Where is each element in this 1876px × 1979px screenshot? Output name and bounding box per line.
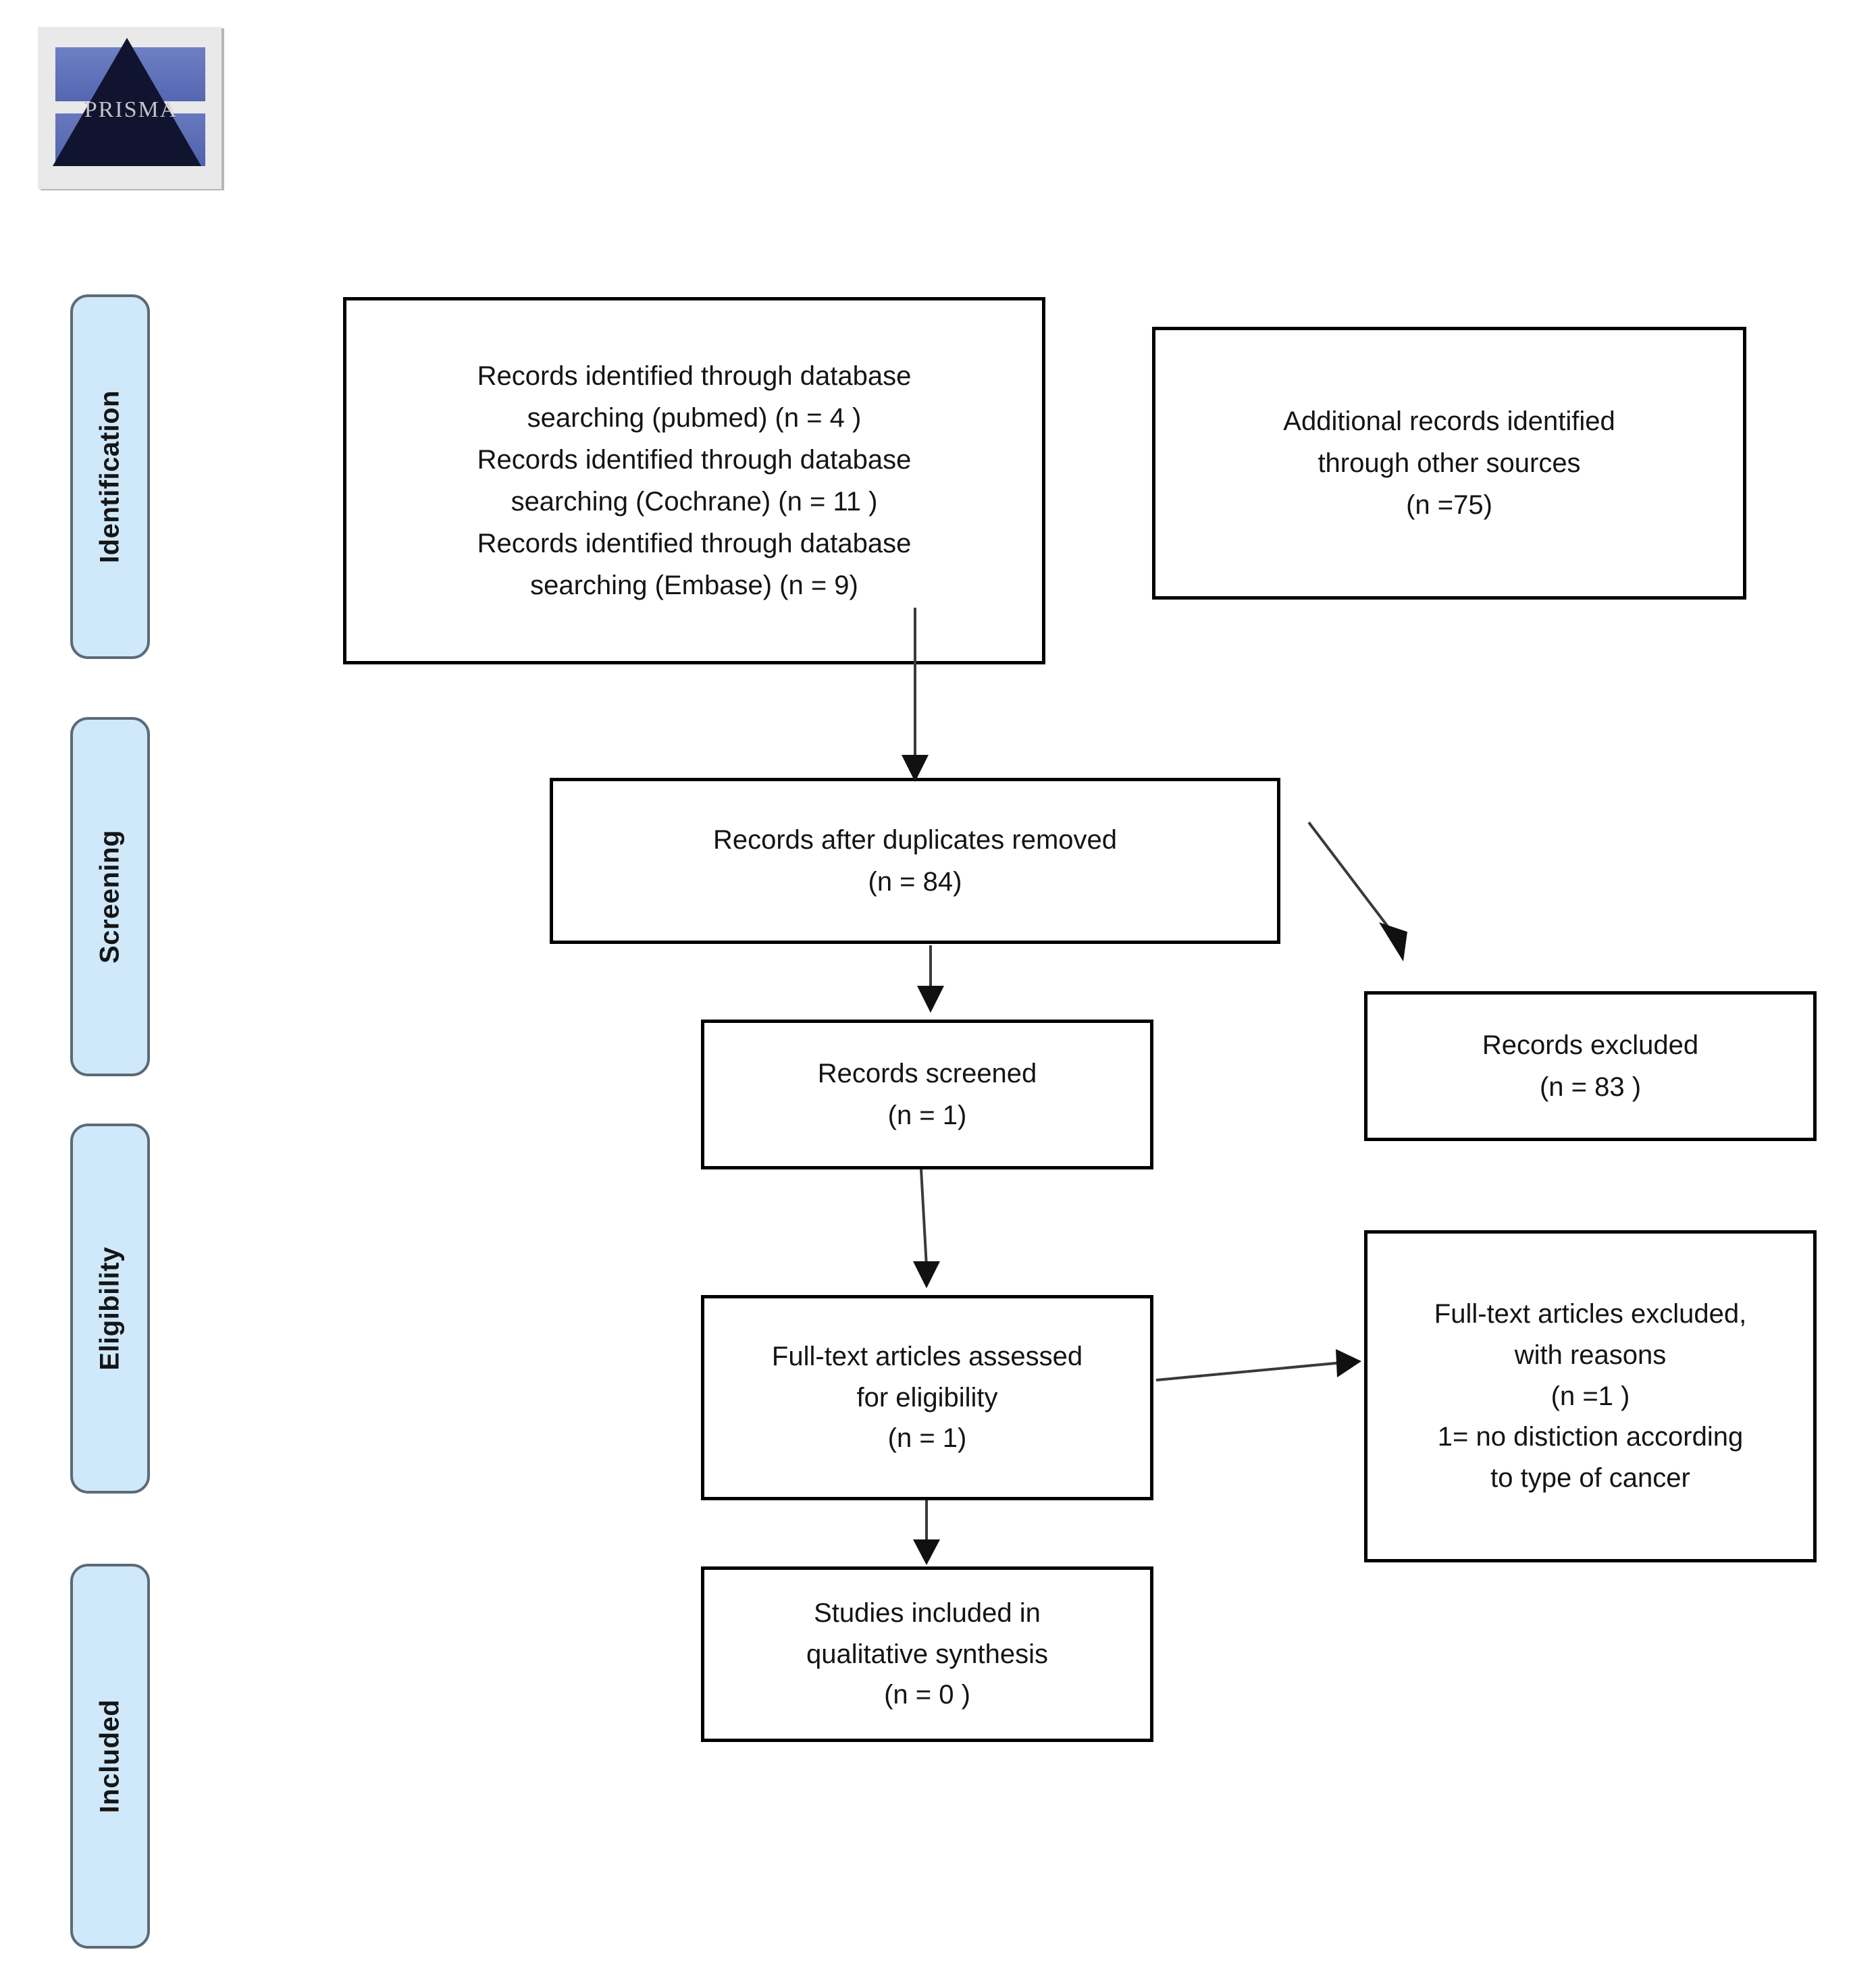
arrow-fulltext-to-excluded xyxy=(1155,1349,1361,1381)
prisma-logo: PRISMA xyxy=(38,27,222,189)
stage-label-eligibility: Eligibility xyxy=(70,1124,150,1494)
box-additional-records: Additional records identified through ot… xyxy=(1152,327,1746,600)
box-records-identified-database-text: Records identified through database sear… xyxy=(477,361,912,600)
stage-label-included: Included xyxy=(70,1564,150,1949)
box-records-excluded-text: Records excluded (n = 83 ) xyxy=(1482,1030,1699,1102)
box-fulltext-excluded: Full-text articles excluded, with reason… xyxy=(1364,1230,1817,1562)
arrow-identified-to-duplicates xyxy=(902,608,929,782)
stage-label-identification: Identification xyxy=(70,294,150,659)
arrow-screened-to-fulltext xyxy=(913,1169,940,1288)
box-duplicates-removed-text: Records after duplicates removed (n = 84… xyxy=(712,825,1118,897)
box-records-identified-database: Records identified through database sear… xyxy=(343,297,1045,664)
box-fulltext-excluded-text: Full-text articles excluded, with reason… xyxy=(1434,1299,1747,1494)
logo-wordmark: PRISMA xyxy=(84,97,178,122)
stage-label-screening: Screening xyxy=(70,717,150,1076)
box-records-screened-text: Records screened (n = 1) xyxy=(817,1059,1037,1130)
box-duplicates-removed: Records after duplicates removed (n = 84… xyxy=(550,778,1280,944)
arrow-duplicates-to-excluded xyxy=(1307,821,1407,961)
box-studies-included: Studies included in qualitative synthesi… xyxy=(701,1566,1153,1742)
arrow-fulltext-to-included xyxy=(913,1500,940,1565)
box-studies-included-text: Studies included in qualitative synthesi… xyxy=(806,1598,1048,1710)
box-records-excluded: Records excluded (n = 83 ) xyxy=(1364,991,1817,1141)
box-additional-records-text: Additional records identified through ot… xyxy=(1283,406,1615,520)
box-records-screened: Records screened (n = 1) xyxy=(701,1020,1153,1169)
box-fulltext-assessed-text: Full-text articles assessed for eligibil… xyxy=(771,1341,1083,1454)
box-fulltext-assessed: Full-text articles assessed for eligibil… xyxy=(701,1295,1153,1500)
arrow-duplicates-to-screened xyxy=(917,945,944,1013)
logo-triangle-icon xyxy=(53,38,201,166)
